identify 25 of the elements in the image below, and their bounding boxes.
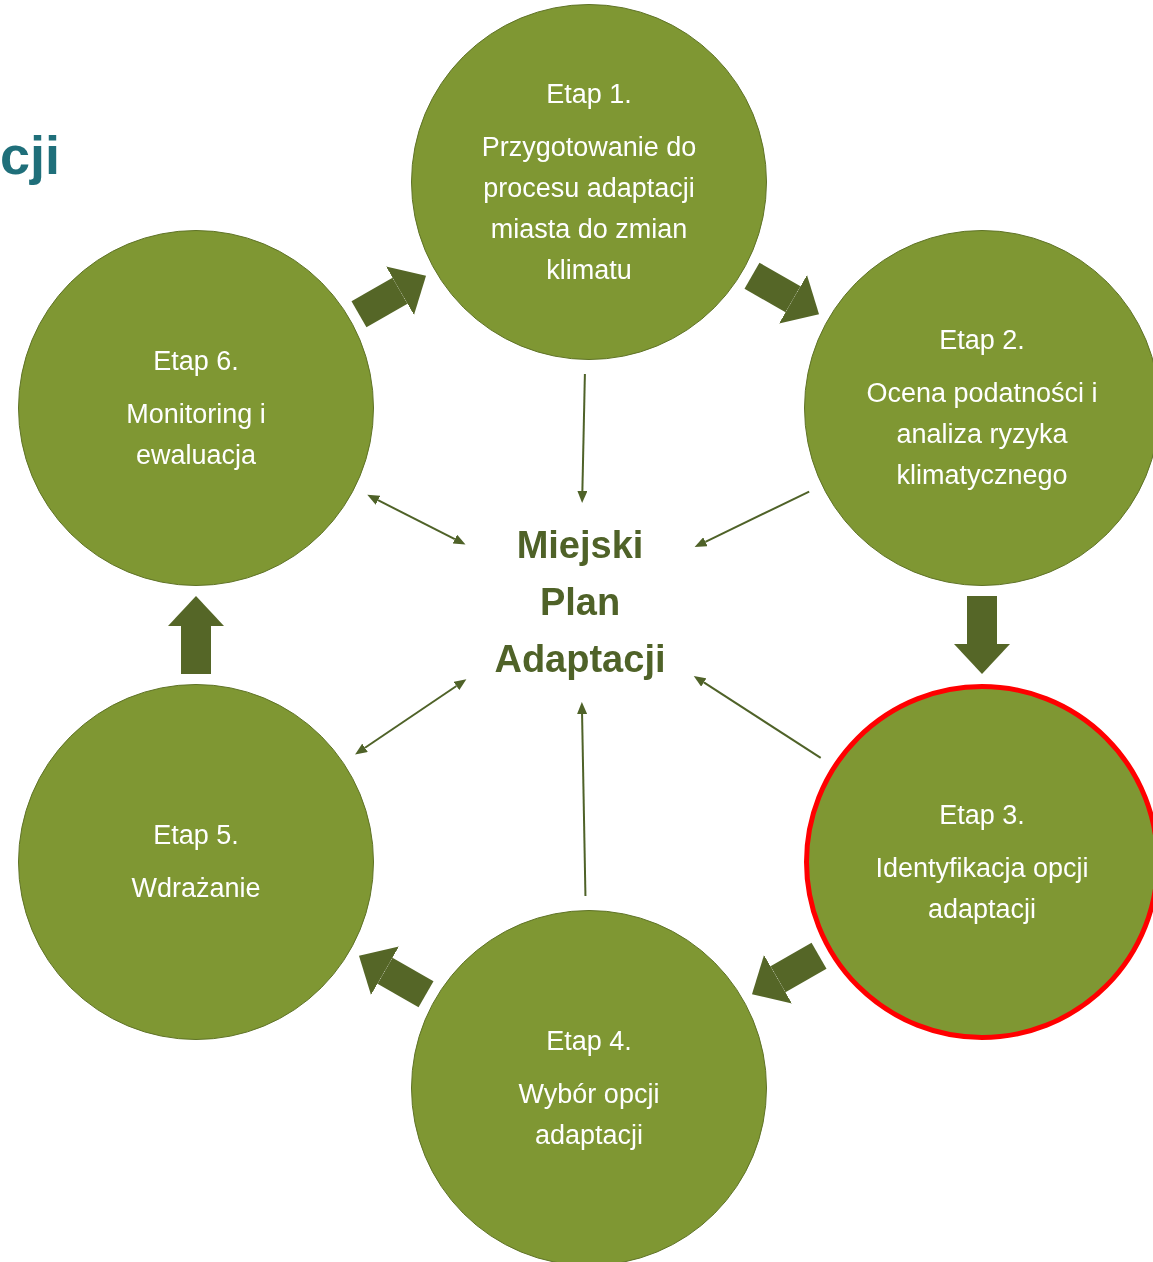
stage-description: Przygotowanie do procesu adaptacji miasta do zmian klimatu <box>480 130 698 287</box>
center-title: Miejski Plan Adaptacji <box>478 517 682 688</box>
block-arrow <box>351 266 427 328</box>
block-arrow <box>358 946 434 1008</box>
block-arrow <box>954 596 1010 674</box>
stage-description: Wybór opcji adaptacji <box>517 1077 661 1152</box>
stage-description: Identyfikacja opcji adaptacji <box>874 851 1090 926</box>
stage-title: Etap 6. <box>152 344 240 378</box>
arrow <box>577 372 588 503</box>
stage-title: Etap 1. <box>545 77 633 111</box>
block-arrow <box>744 262 820 324</box>
stage-description: Wdrażanie <box>130 872 262 905</box>
stage-title: Etap 4. <box>545 1024 633 1058</box>
arrow <box>693 675 822 759</box>
arrow <box>694 490 811 548</box>
arrow <box>355 679 467 755</box>
block-arrow <box>168 596 224 674</box>
block-arrow <box>751 942 827 1004</box>
stage-description: Ocena podatności i analiza ryzyka klimatycznego <box>865 377 1099 492</box>
stage-title: Etap 5. <box>152 819 240 852</box>
stage-title: Etap 2. <box>938 324 1026 357</box>
stage-description: Monitoring i ewaluacja <box>125 397 267 472</box>
arrow <box>577 702 588 898</box>
stage-title: Etap 3. <box>938 798 1026 832</box>
arrow <box>367 494 466 545</box>
